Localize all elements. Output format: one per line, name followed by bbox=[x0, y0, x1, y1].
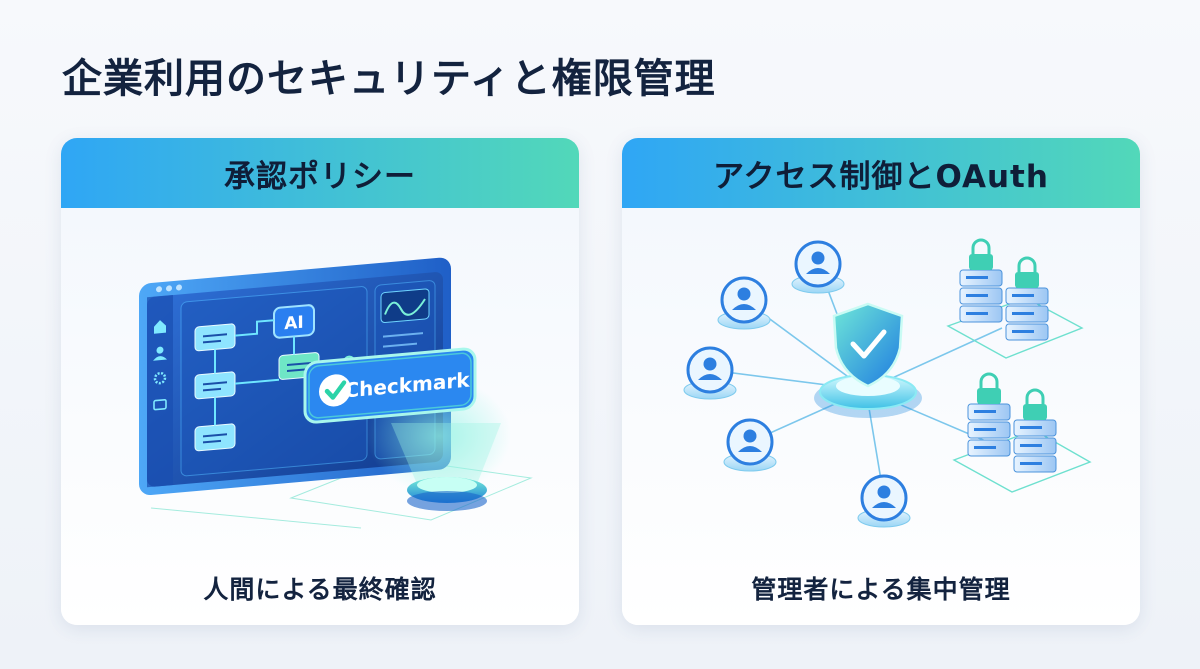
access-control-caption: 管理者による集中管理 bbox=[751, 575, 1011, 604]
ai-node-label: AI bbox=[284, 313, 303, 335]
user-node-3 bbox=[683, 346, 737, 400]
central-shield-hub bbox=[814, 302, 922, 418]
lock-icon bbox=[969, 238, 993, 270]
page-title: 企業利用のセキュリティと権限管理 bbox=[62, 56, 716, 102]
user-node-1 bbox=[791, 240, 845, 294]
hologram-pedestal bbox=[391, 423, 501, 511]
approval-policy-header: 承認ポリシー bbox=[61, 138, 579, 208]
user-node-2 bbox=[717, 276, 771, 330]
check-icon bbox=[319, 374, 351, 407]
access-illustration bbox=[683, 238, 1092, 528]
approval-policy-caption: 人間による最終確認 bbox=[203, 575, 437, 604]
home-icon bbox=[154, 320, 166, 334]
approval-policy-body: AI bbox=[61, 208, 579, 625]
server-stack-lower bbox=[967, 372, 1057, 473]
user-node-4 bbox=[723, 418, 777, 472]
access-control-body: 管理者による集中管理 bbox=[622, 208, 1140, 625]
lock-icon bbox=[977, 372, 1001, 404]
approval-policy-card: 承認ポリシー bbox=[61, 138, 579, 625]
checkmark-badge: Checkmark bbox=[303, 347, 477, 424]
server-stack-upper bbox=[959, 238, 1049, 341]
lock-icon bbox=[1023, 388, 1047, 420]
user-icon bbox=[153, 346, 167, 361]
lock-icon bbox=[1015, 256, 1039, 288]
shield-icon bbox=[832, 302, 904, 388]
access-control-header: アクセス制御とOAuth bbox=[622, 138, 1140, 208]
folder-icon bbox=[153, 398, 167, 411]
access-control-card: アクセス制御とOAuth bbox=[622, 138, 1140, 625]
user-node-5 bbox=[857, 474, 911, 528]
approval-illustration: AI bbox=[139, 257, 533, 529]
